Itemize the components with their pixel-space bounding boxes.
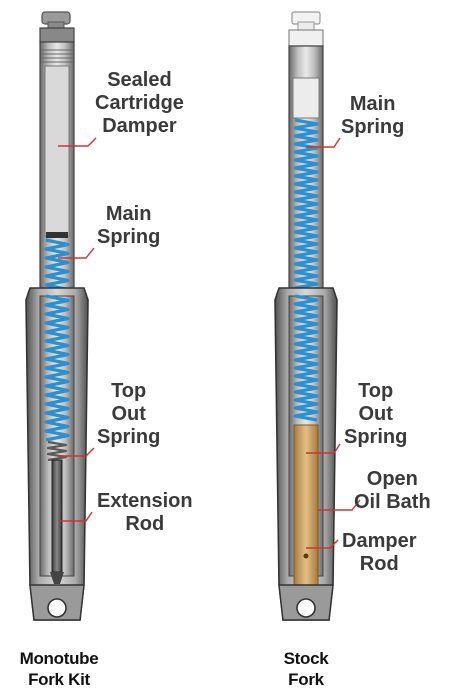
label-left-top-out-spring: Top Out Spring: [97, 380, 161, 448]
leader-damper-rod: [306, 539, 339, 549]
label-left-main-spring: Main Spring: [97, 203, 161, 248]
right-axle-hole: [296, 598, 316, 618]
leftMainSpringLower-coil: [44, 294, 70, 442]
leader-left-main-spring: [58, 247, 95, 259]
left-axle-hole: [47, 598, 67, 618]
label-right-top-out-spring: Top Out Spring: [344, 380, 408, 448]
label-right-main-spring: Main Spring: [341, 93, 405, 138]
leftMainSpring-coil: [44, 238, 70, 292]
left-fork: [25, 11, 89, 621]
label-extension-rod: Extension Rod: [97, 490, 193, 535]
leader-left-top-out: [58, 447, 95, 457]
right-fork: [274, 11, 338, 621]
caption-monotube-fork-kit: Monotube Fork Kit: [19, 649, 99, 689]
right-main-spring: [293, 118, 319, 294]
leader-right-top-out: [306, 443, 341, 454]
sealed-cartridge-damper: [44, 65, 70, 237]
label-open-oil-bath: Open Oil Bath: [354, 468, 431, 513]
leader-sealed-cartridge: [58, 137, 97, 147]
left-main-spring: [44, 238, 70, 292]
label-sealed-cartridge-damper: Sealed Cartridge Damper: [95, 69, 184, 137]
leader-extension-rod: [58, 511, 93, 522]
leader-right-main-spring: [306, 137, 341, 148]
extension-rod: [51, 459, 63, 573]
leader-open-oil-bath: [318, 499, 361, 511]
rightMainSpringLower-coil: [293, 294, 319, 422]
damper-rod: [293, 424, 319, 586]
caption-stock-fork: Stock Fork: [283, 649, 329, 689]
leftTopOut-coil: [46, 440, 68, 462]
label-damper-rod: Damper Rod: [342, 530, 417, 575]
leader-lines: [58, 137, 361, 549]
left-top-out-spring: [46, 440, 68, 462]
rightMainSpring-coil: [293, 118, 319, 294]
